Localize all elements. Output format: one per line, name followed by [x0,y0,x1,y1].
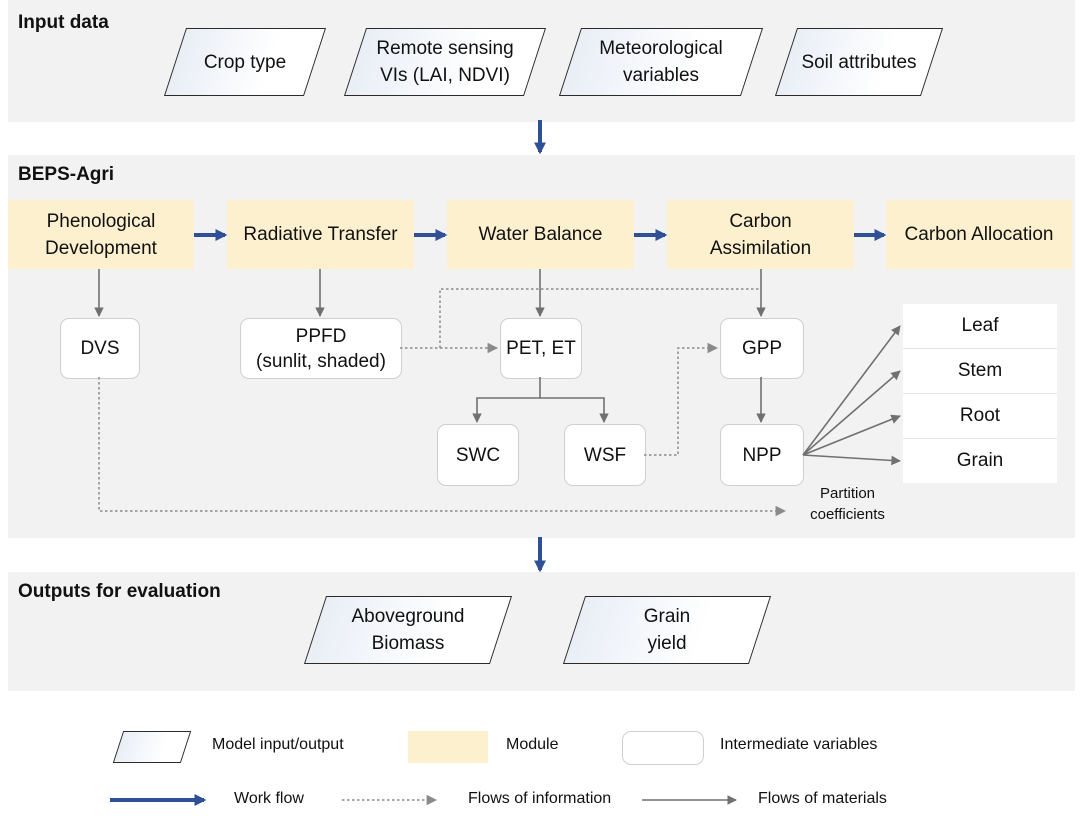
input-crop-type-label: Crop type [203,51,287,73]
organ-stem: Stem [903,349,1057,393]
outputs-title: Outputs for evaluation [18,581,221,602]
info-wsf-to-gpp [644,342,719,456]
beps-agri-title: BEPS-Agri [18,164,115,185]
material-npp-to-leaf [802,325,901,456]
legend-workflow-label: Work flow [234,790,304,807]
input-soil-attributes-label: Soil attributes [801,51,917,73]
input-remote-sensing-label: Remote sensing VIs (LAI, NDVI) [376,38,514,86]
material-flows [94,269,901,466]
input-remote-sensing: Remote sensing VIs (LAI, NDVI) [355,28,535,96]
material-npp-to-stem [802,370,901,456]
module-phenological-development: Phenological Development [8,200,194,269]
organ-divider [903,393,1057,394]
var-gpp: GPP [720,318,804,379]
var-swc: SWC [437,424,519,486]
input-meteorological-label: Meteorological variables [599,38,723,86]
organ-leaf: Leaf [903,304,1057,348]
var-wsf: WSF [564,424,646,486]
legend-intermediate-label: Intermediate variables [720,736,878,753]
information-flows [98,288,787,517]
organ-grain: Grain [903,439,1057,483]
output-aboveground-biomass: Aboveground Biomass [315,596,501,664]
legend-io-label: Model input/output [212,736,344,753]
input-meteorological: Meteorological variables [570,28,752,96]
input-crop-type: Crop type [175,28,315,96]
legend-module-swatch [408,731,488,763]
var-pet-et: PET, ET [500,318,582,379]
var-npp: NPP [720,424,804,486]
partition-coefficients-label: Partition coefficients [810,485,885,523]
module-carbon-assimilation: Carbon Assimilation [667,200,854,269]
organ-divider [903,438,1057,439]
module-radiative-transfer: Radiative Transfer [227,200,414,269]
info-ppfd-to-gpp [439,288,761,348]
output-grain-yield: Grain yield [574,596,760,664]
organ-divider [903,348,1057,349]
material-npp-to-root [802,414,901,456]
legend-materials-label: Flows of materials [758,790,887,807]
workflow-arrows [194,120,887,573]
input-soil-attributes: Soil attributes [786,28,932,96]
output-grain-yield-label: Grain yield [643,606,691,654]
organ-root: Root [903,394,1057,438]
material-npp-to-grain [802,454,901,466]
input-data-title: Input data [18,12,109,33]
module-water-balance: Water Balance [447,200,634,269]
output-aboveground-biomass-label: Aboveground Biomass [351,606,465,654]
material-pet-branch [472,377,541,423]
info-dvs-to-partition [98,377,787,517]
var-ppfd: PPFD (sunlit, shaded) [240,318,402,379]
legend-module-label: Module [506,736,559,753]
legend-information-label: Flows of information [468,790,612,807]
material-pet-branch-wsf [540,397,609,423]
legend-intermediate-swatch [622,731,704,765]
module-carbon-allocation: Carbon Allocation [886,200,1072,269]
var-dvs: DVS [60,318,140,379]
outputs-panel [8,572,1075,691]
